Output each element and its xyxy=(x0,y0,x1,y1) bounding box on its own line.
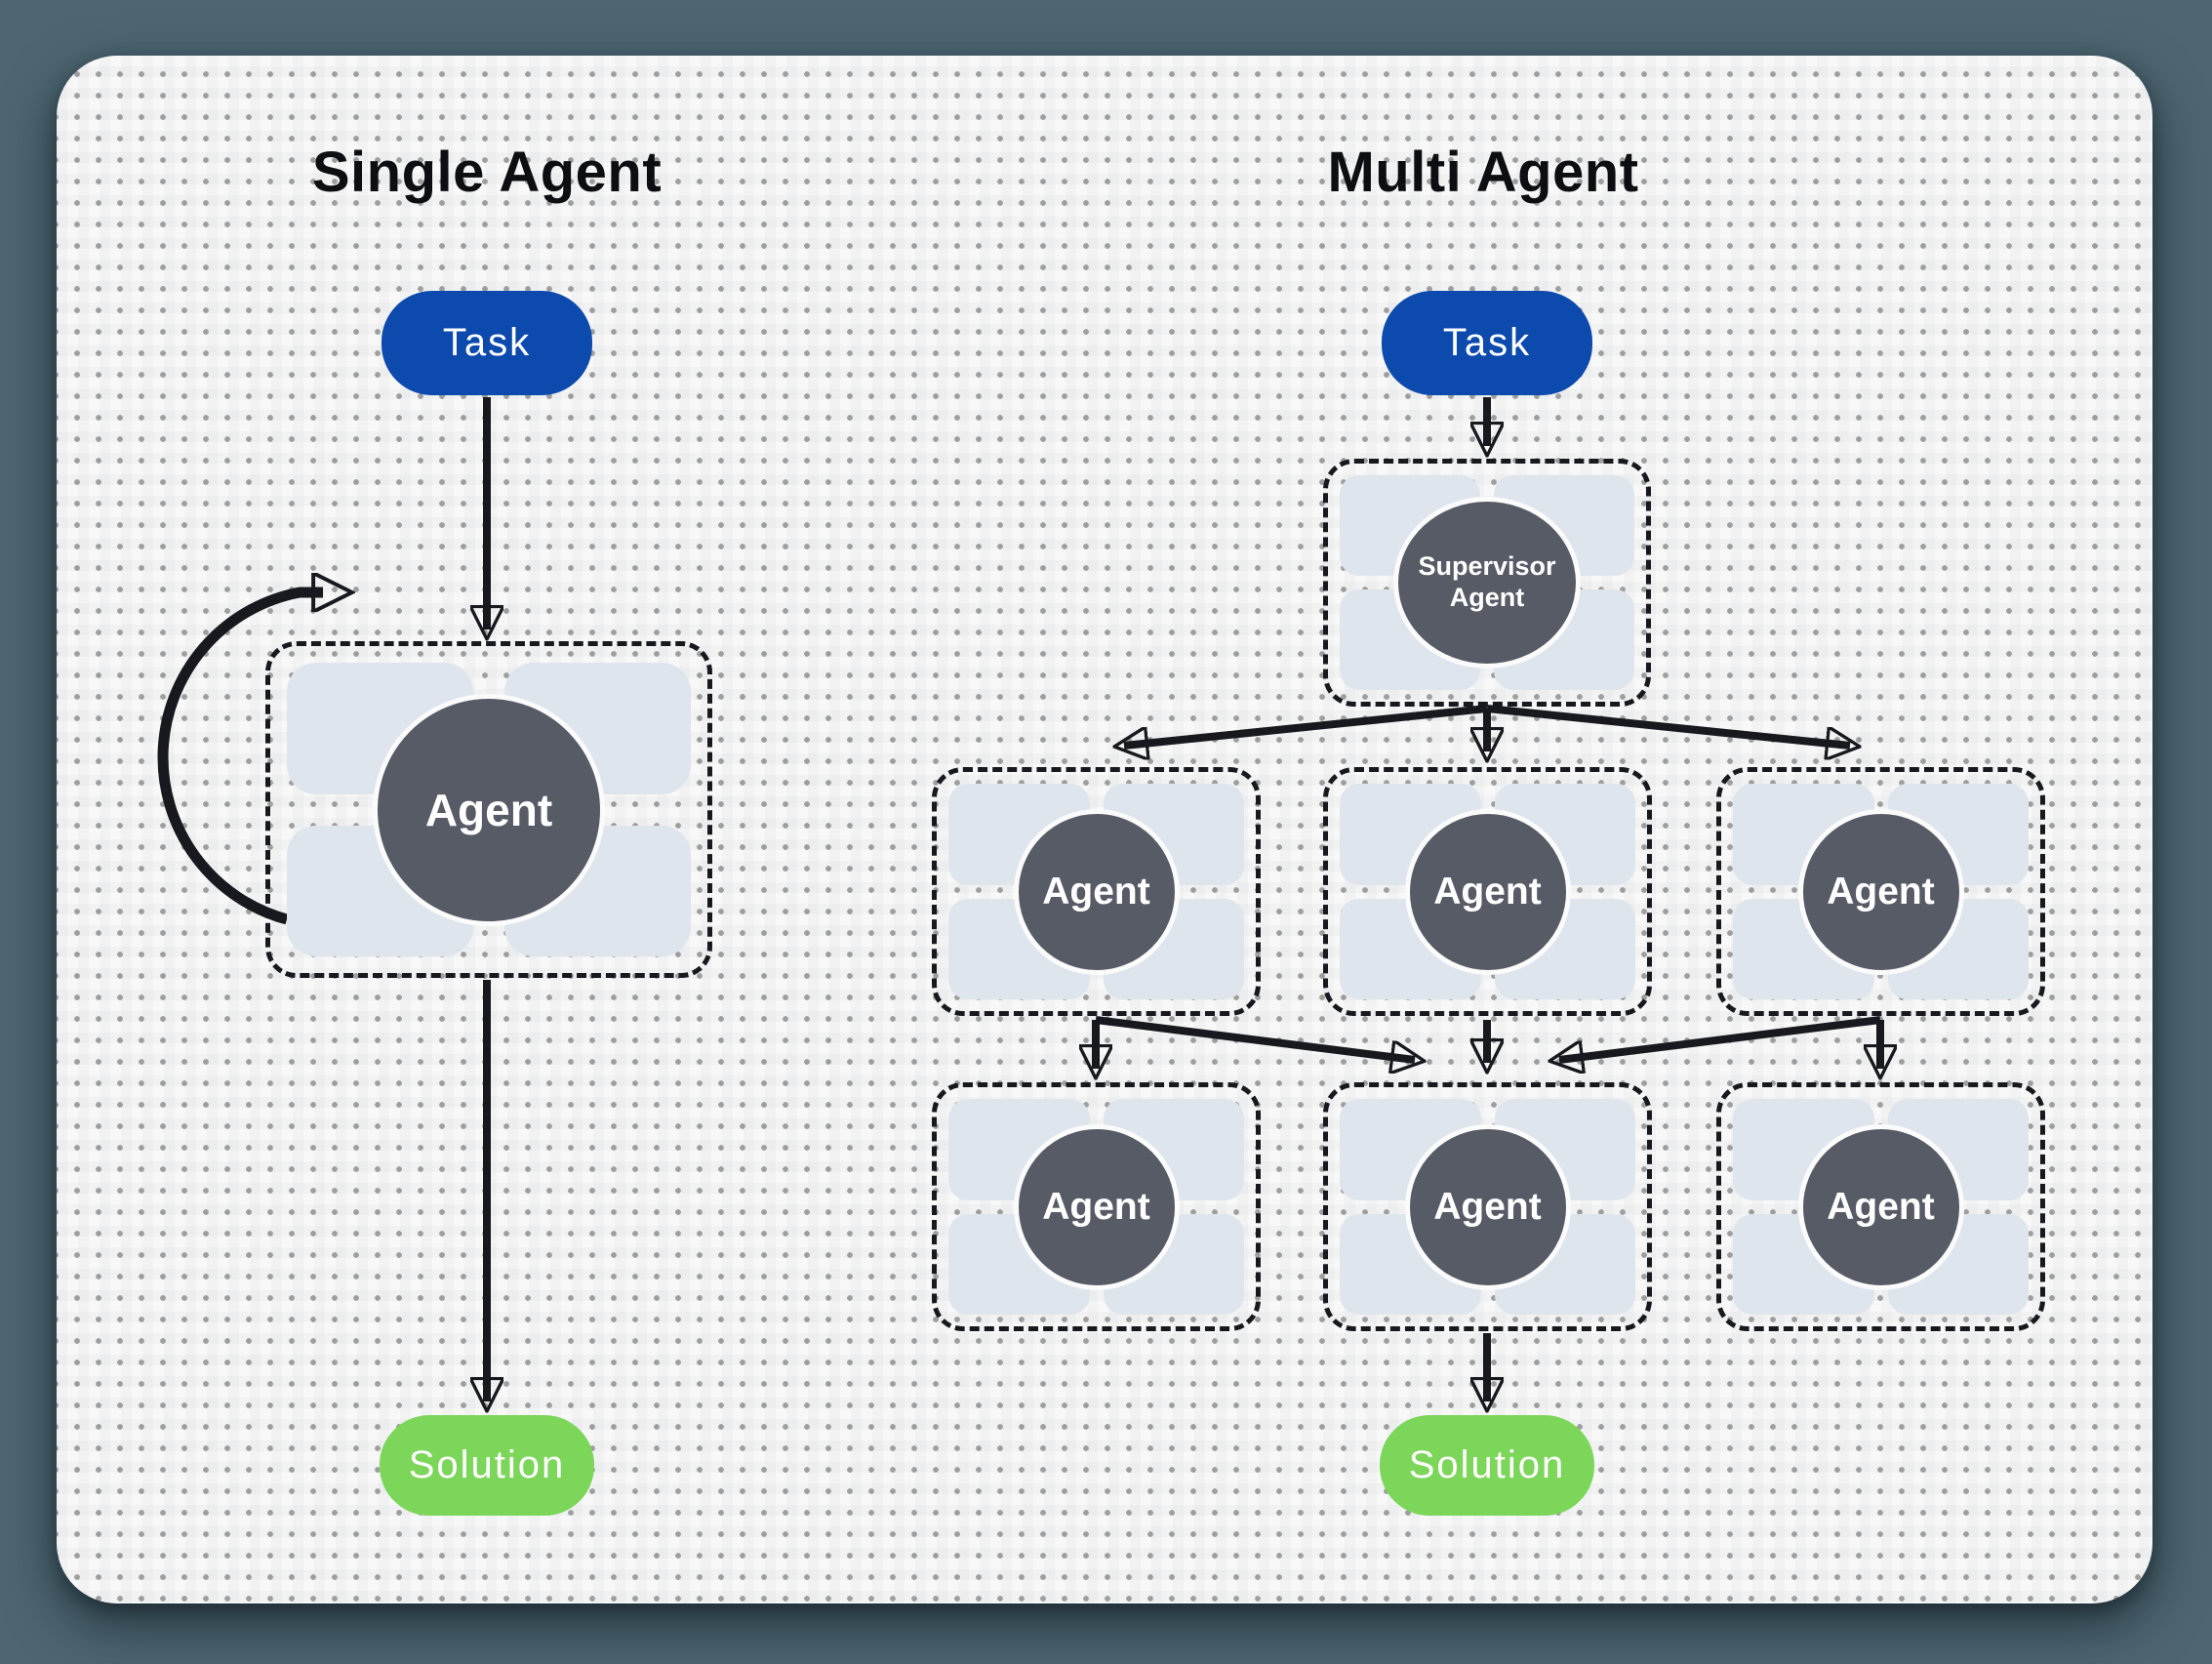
agent-label: Agent xyxy=(424,784,553,835)
agent-node: Agent xyxy=(1404,808,1571,975)
task-node-left: Task xyxy=(382,291,592,395)
task-node-right: Task xyxy=(1382,291,1592,395)
arrow-supervisor-to-worker1 xyxy=(1124,705,1488,746)
supervisor-agent-box: Supervisor Agent xyxy=(1323,459,1651,707)
agent-label: Agent xyxy=(1042,1185,1150,1228)
solution-label-left: Solution xyxy=(408,1443,566,1486)
worker-box-row2-right: Agent xyxy=(1716,1082,2045,1331)
arrow-self-loop xyxy=(157,592,323,925)
solution-label-right: Solution xyxy=(1408,1443,1566,1486)
worker-box-row1-center: Agent xyxy=(1323,767,1652,1016)
left-panel-title: Single Agent xyxy=(311,141,663,204)
right-panel-title: Multi Agent xyxy=(1327,141,1639,204)
single-agent-box: Agent xyxy=(265,641,712,978)
agent-node: Agent xyxy=(1797,1123,1964,1290)
arrow-supervisor-to-worker3 xyxy=(1486,705,1850,746)
agent-node: Agent xyxy=(1797,808,1964,975)
solution-node-left: Solution xyxy=(380,1415,594,1516)
agent-node: Agent xyxy=(1013,808,1180,975)
worker-box-row1-left: Agent xyxy=(932,767,1261,1016)
agent-node: Agent xyxy=(1404,1123,1571,1290)
task-label-left: Task xyxy=(442,321,532,364)
worker-box-row2-center: Agent xyxy=(1323,1082,1652,1331)
worker-box-row2-left: Agent xyxy=(932,1082,1261,1331)
agent-label: Agent xyxy=(1827,870,1935,913)
arrow-worker1-to-center xyxy=(1095,1016,1415,1060)
supervisor-agent-node: Supervisor Agent xyxy=(1393,497,1581,669)
agent-label: Agent xyxy=(1042,870,1150,913)
arrow-worker3-to-center xyxy=(1559,1016,1881,1060)
worker-box-row1-right: Agent xyxy=(1716,767,2045,1016)
task-label-right: Task xyxy=(1442,321,1532,364)
supervisor-agent-label: Supervisor Agent xyxy=(1418,551,1556,612)
agent-label: Agent xyxy=(1827,1185,1935,1228)
whiteboard-card: Single Agent Multi Agent Task Agent Solu… xyxy=(57,56,2152,1603)
agent-label: Agent xyxy=(1433,870,1542,913)
solution-node-right: Solution xyxy=(1380,1415,1594,1516)
agent-node: Agent xyxy=(373,693,605,926)
agent-node: Agent xyxy=(1013,1123,1180,1290)
agent-label: Agent xyxy=(1433,1185,1542,1228)
